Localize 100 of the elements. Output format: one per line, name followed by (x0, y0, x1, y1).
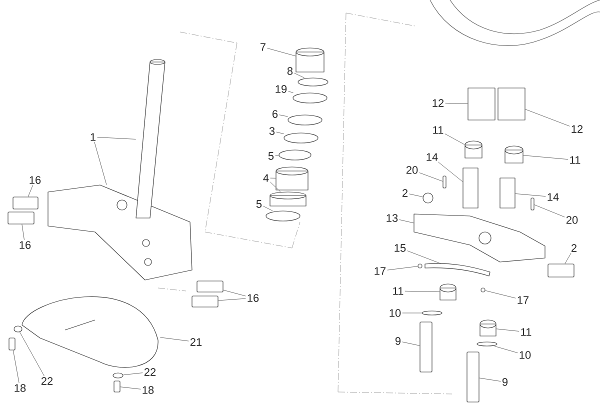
leader-line (120, 386, 141, 390)
washer-drawing (292, 92, 328, 104)
callout-number: 1 (90, 133, 96, 141)
callout-number: 11 (393, 287, 404, 295)
leader-line (496, 328, 520, 332)
bolt-drawing (530, 198, 534, 210)
leader-line (419, 172, 444, 182)
leader-line (218, 298, 246, 301)
washer-drawing (422, 192, 434, 204)
callout-number: 20 (406, 166, 418, 174)
callout-number: 20 (566, 216, 578, 224)
gasket-drawing (424, 263, 490, 276)
bolt-drawing (420, 322, 432, 372)
leader-line (263, 206, 273, 212)
callout-number: 19 (276, 85, 287, 93)
leader-line (402, 312, 422, 314)
bolt-drawing (12, 196, 38, 210)
leader-line (222, 290, 246, 296)
leader-line (445, 102, 468, 104)
washer-drawing (422, 310, 442, 316)
leader-line (22, 224, 24, 240)
leader-line (28, 184, 34, 198)
bushing-drawing (464, 140, 482, 158)
washer-drawing (476, 342, 498, 346)
bolt-drawing (196, 280, 224, 292)
leader-line (270, 182, 281, 192)
callout-number: 18 (142, 386, 154, 394)
leader-line (399, 219, 414, 224)
bolt-drawing (548, 264, 574, 278)
callout-number: 9 (502, 378, 508, 386)
bolt-drawing (442, 176, 446, 188)
leader-line (564, 252, 572, 264)
leader-line (160, 337, 189, 342)
leader-line (484, 290, 516, 298)
leader-line (279, 114, 288, 117)
leader-line (438, 162, 464, 182)
leader-line (275, 155, 280, 156)
washer-drawing (298, 78, 328, 86)
callout-number: 10 (520, 351, 531, 359)
washer-drawing (480, 288, 486, 292)
callout-number: 4 (263, 174, 269, 182)
riser-drawing (468, 88, 496, 120)
washer-drawing (418, 264, 422, 268)
leader-line (20, 332, 44, 376)
callout-number: 11 (570, 156, 580, 164)
callout-number: 12 (572, 125, 583, 133)
leader-line (402, 342, 420, 346)
bushing-drawing (480, 320, 496, 336)
bolt-drawing (114, 380, 120, 392)
bushing-drawing (296, 48, 324, 72)
leader-line (478, 378, 501, 382)
callout-number: 21 (190, 338, 202, 346)
callout-number: 7 (260, 43, 266, 51)
callout-number: 6 (272, 110, 278, 118)
callout-number: 8 (287, 67, 293, 75)
leader-line (404, 290, 440, 292)
bolt-drawing (8, 212, 34, 224)
callout-number: 15 (394, 244, 406, 252)
callout-number: 17 (518, 296, 529, 304)
leader-line (407, 250, 442, 264)
washer-drawing (112, 372, 124, 378)
callout-number: 13 (386, 214, 398, 222)
bushing-drawing (270, 192, 306, 206)
leader-line (534, 204, 565, 218)
washer-drawing (266, 210, 300, 222)
lower-triple-clamp-drawing (48, 184, 192, 280)
callout-number: 2 (402, 189, 408, 197)
callout-number: 5 (256, 200, 262, 208)
callout-number: 3 (269, 127, 275, 135)
leader-line (288, 91, 294, 94)
steering-stem-drawing (136, 59, 166, 218)
callout-number: 17 (374, 267, 386, 275)
callout-number: 16 (30, 176, 41, 184)
leader-line (294, 72, 304, 78)
callout-number: 16 (20, 241, 31, 249)
leader-line (494, 346, 518, 354)
callout-number: 9 (395, 337, 401, 345)
callout-number: 2 (571, 244, 576, 252)
leader-line (387, 266, 418, 270)
washer-drawing (284, 132, 318, 144)
bushing-drawing (440, 284, 456, 300)
leader-line (524, 108, 570, 126)
callout-number: 10 (390, 309, 401, 317)
bushing-drawing (504, 146, 524, 164)
leader-line (12, 350, 20, 384)
spacer-drawing (462, 168, 478, 208)
bolt-drawing (8, 338, 16, 350)
leader-line (267, 48, 296, 56)
leader-line (444, 134, 466, 145)
callout-number: 11 (433, 126, 444, 134)
callout-number: 12 (432, 99, 444, 107)
spacer-drawing (500, 178, 516, 208)
leader-line (514, 193, 546, 197)
callout-number: 16 (248, 294, 259, 302)
callout-number: 22 (144, 368, 156, 376)
bushing-drawing (276, 166, 308, 190)
bolt-drawing (192, 296, 218, 308)
leader-line (276, 132, 284, 134)
leader-line (122, 372, 143, 376)
leader-line (94, 142, 107, 186)
